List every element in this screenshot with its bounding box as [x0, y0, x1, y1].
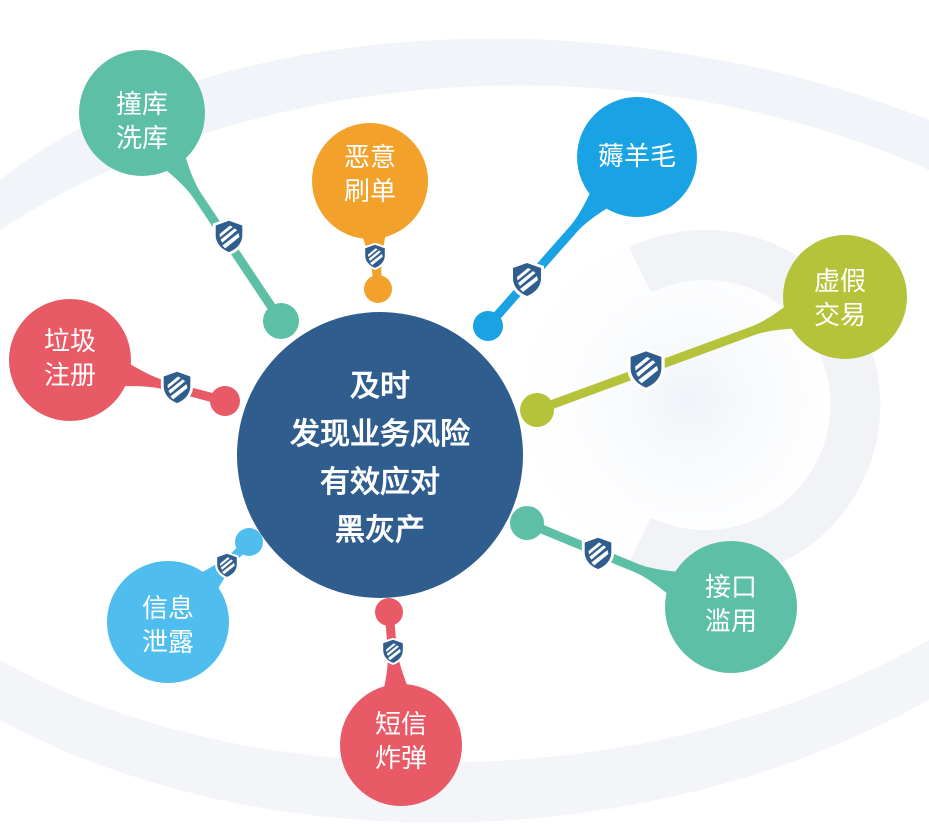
shield-icon: [381, 637, 405, 665]
risk-node-info-leak: 信息 泄露: [142, 594, 194, 658]
connector-fake-transactions: [520, 235, 907, 427]
shield-icon: [212, 217, 246, 255]
risk-label-spam-registration-line-1: 垃圾: [44, 327, 96, 357]
risk-node-spam-registration: 垃圾 注册: [44, 327, 96, 391]
center-line-1: 及时: [350, 369, 410, 404]
risk-node-sms-bombing: 短信 炸弹: [375, 710, 427, 774]
risk-label-coupon-abuse-line-1: 薅羊毛: [598, 142, 676, 172]
risk-label-info-leak-line-2: 泄露: [142, 628, 194, 658]
risk-bubble-api-abuse: [665, 541, 797, 673]
risk-label-fake-transactions-line-2: 交易: [814, 301, 866, 331]
connector-malicious-orders: [312, 123, 428, 303]
connector-dot-info-leak: [235, 528, 263, 556]
risk-labels-layer: 撞库 洗库 恶意 刷单 薅羊毛 虚假 交易 接口 滥用 短信 炸弹 信息 泄: [44, 90, 866, 774]
connector-sms-bombing: [340, 598, 462, 806]
risk-label-malicious-orders-line-1: 恶意: [344, 143, 396, 173]
shield-icon: [215, 551, 239, 579]
shield-icon: [627, 348, 665, 391]
center-line-4: 黑灰产: [335, 513, 425, 548]
risk-node-fake-transactions: 虚假 交易: [814, 267, 866, 331]
connector-coupon-abuse: [473, 97, 697, 341]
risk-label-malicious-orders-line-2: 刷单: [344, 177, 396, 207]
risk-node-api-abuse: 接口 滥用: [705, 573, 757, 637]
connector-layer: [9, 50, 907, 806]
shield-icon: [581, 534, 615, 572]
connector-api-abuse: [510, 506, 797, 673]
risk-bubble-malicious-orders: [312, 123, 428, 239]
shield-icon: [160, 368, 194, 406]
connector-dot-coupon-abuse: [473, 311, 503, 341]
connector-dot-sms-bombing: [375, 598, 403, 626]
connector-info-leak: [107, 528, 263, 683]
shield-icon: [510, 260, 544, 299]
risk-bubble-coupon-abuse: [577, 97, 697, 217]
risk-label-api-abuse-line-2: 滥用: [705, 607, 757, 637]
risk-bubble-info-leak: [107, 561, 229, 683]
center-node: 及时 发现业务风险 有效应对 黑灰产: [237, 312, 523, 598]
center-circle: [237, 312, 523, 598]
risk-label-fake-transactions-line-1: 虚假: [814, 267, 866, 297]
risk-node-database-leak: 撞库 洗库: [116, 90, 168, 154]
risk-bubble-spam-registration: [9, 299, 131, 421]
risk-label-api-abuse-line-1: 接口: [705, 573, 757, 603]
risk-node-malicious-orders: 恶意 刷单: [344, 143, 396, 207]
connector-dot-api-abuse: [510, 506, 544, 540]
risk-label-sms-bombing-line-2: 炸弹: [375, 744, 427, 774]
risk-label-sms-bombing-line-1: 短信: [375, 710, 427, 740]
risk-bubble-sms-bombing: [340, 684, 462, 806]
risk-bubble-database-leak: [79, 50, 205, 176]
connector-dot-fake-transactions: [520, 393, 554, 427]
risk-bubble-fake-transactions: [783, 235, 907, 359]
connector-spam-registration: [9, 299, 240, 421]
shield-icon: [363, 242, 387, 270]
risk-node-coupon-abuse: 薅羊毛: [598, 142, 676, 172]
connector-database-leak: [79, 50, 299, 339]
center-line-3: 有效应对: [320, 465, 440, 500]
connector-dot-spam-registration: [210, 386, 240, 416]
risk-label-database-leak-line-2: 洗库: [116, 124, 168, 154]
risk-label-database-leak-line-1: 撞库: [116, 90, 168, 120]
risk-label-spam-registration-line-2: 注册: [44, 361, 96, 391]
risk-label-info-leak-line-1: 信息: [142, 594, 194, 624]
center-line-2: 发现业务风险: [289, 417, 471, 452]
connector-dot-malicious-orders: [364, 275, 392, 303]
connector-dot-database-leak: [263, 303, 299, 339]
